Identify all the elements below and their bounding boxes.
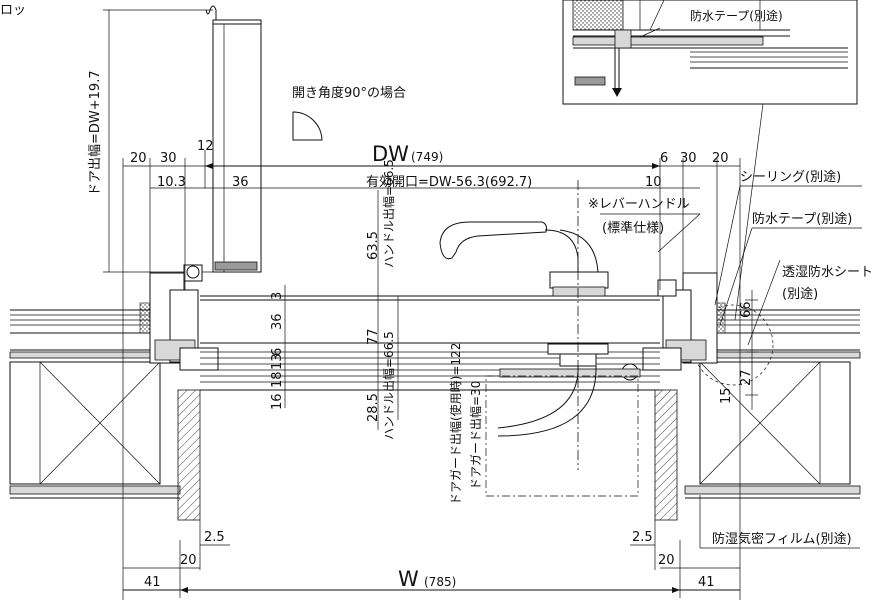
dim-v-16: 16 xyxy=(270,393,285,410)
dim-top-right-20: 20 xyxy=(712,151,729,166)
dim-top-right-6: 6 xyxy=(660,151,668,166)
dim-v-63-5: 63.5 xyxy=(366,231,381,260)
dim-v-27: 27 xyxy=(739,369,754,386)
dim-top-left-30: 30 xyxy=(160,151,177,166)
dim-bottom-right-20: 20 xyxy=(658,553,675,568)
dim-bottom-right-41: 41 xyxy=(698,575,715,590)
dim-v-15: 15 xyxy=(719,387,734,404)
dim-bottom-left-2-5: 2.5 xyxy=(204,530,225,545)
breathable-sheet-label-line2: (別途) xyxy=(782,286,818,302)
dim-v-18: 18 xyxy=(270,371,285,388)
handle-projection-upper-label: ハンドル出幅=66.5 xyxy=(381,159,396,268)
dim-v-66: 66 xyxy=(739,301,754,318)
dim-v-6: 6 xyxy=(270,348,285,356)
dim-v-13: 13 xyxy=(270,353,285,370)
dim-v-3: 3 xyxy=(270,292,285,300)
frame-left xyxy=(149,264,219,521)
dim-bottom-right-2-5: 2.5 xyxy=(632,530,653,545)
doorguard-projection-in-use-label: ドアガード出幅(使用時)=122 xyxy=(448,343,463,505)
inset-waterproof-tape-label: 防水テープ(別途) xyxy=(690,8,783,23)
dim-top-12: 12 xyxy=(197,139,214,154)
waterproof-tape-label: 防水テープ(別途) xyxy=(752,211,852,227)
doorguard-projection-label: ドアガード出幅=30 xyxy=(468,381,483,490)
doorguard-outline xyxy=(485,375,639,497)
detail-circle xyxy=(692,304,774,386)
w-value: (785) xyxy=(424,575,456,589)
wall-left xyxy=(9,302,190,499)
handle-projection-lower-label: ハンドル出幅=66.5 xyxy=(381,331,396,440)
sealing-label: シーリング(別途) xyxy=(740,169,841,185)
closed-door-leaf xyxy=(200,295,660,391)
w-label: W xyxy=(398,567,419,591)
dim-v-36: 36 xyxy=(270,313,285,330)
lever-handle-label-line1: ※レバーハンドル xyxy=(588,197,690,212)
dw-value: (749) xyxy=(411,150,443,164)
dw-label: DW xyxy=(372,142,409,166)
dim-top-left-20: 20 xyxy=(130,151,147,166)
dim-top-right-30: 30 xyxy=(680,151,697,166)
dim-right-10: 10 xyxy=(645,175,662,190)
vapor-barrier-label: 防湿気密フィルム(別途) xyxy=(712,531,852,547)
dim-left-10-3: 10.3 xyxy=(157,175,186,190)
breathable-sheet-label-line1: 透湿防水シート xyxy=(782,264,873,280)
frame-right xyxy=(621,272,718,521)
dim-left-36: 36 xyxy=(232,175,249,190)
open-door-leaf xyxy=(103,5,262,273)
lever-handle xyxy=(439,180,609,470)
opening-angle-symbol xyxy=(292,111,323,141)
inset-detail xyxy=(562,0,858,105)
dim-v-77: 77 xyxy=(366,328,381,345)
dim-bottom-left-20: 20 xyxy=(180,553,197,568)
lever-handle-label-line2: (標準仕様) xyxy=(602,220,664,236)
dimension-lines xyxy=(122,150,862,600)
dim-bottom-left-41: 41 xyxy=(144,575,161,590)
opening-angle-label: 開き角度90°の場合 xyxy=(292,85,406,101)
corner-fragment-label: ロッ xyxy=(0,3,26,18)
door-projection-label: ドア出幅=DW+19.7 xyxy=(88,70,103,196)
dim-v-28-5: 28.5 xyxy=(366,393,381,422)
effective-opening-label: 有効開口=DW-56.3(692.7) xyxy=(366,175,532,190)
